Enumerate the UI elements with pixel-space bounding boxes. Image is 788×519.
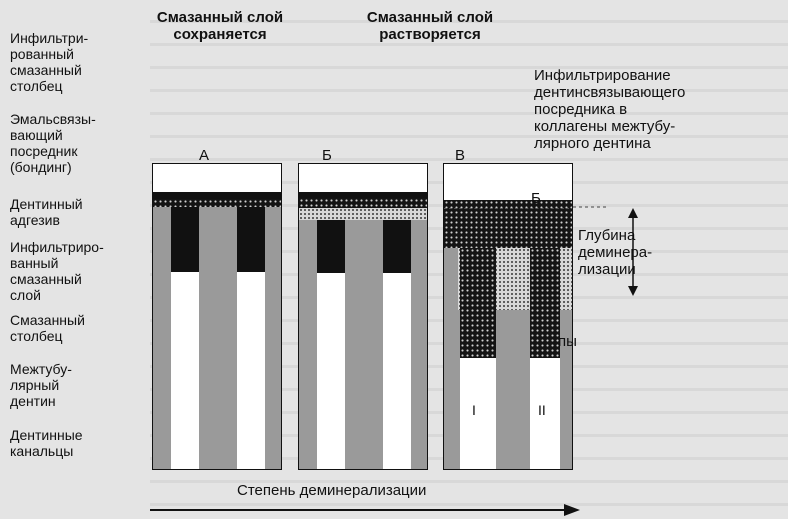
depth-arrow-up (628, 208, 638, 218)
panel-a-intertubular-2 (199, 207, 237, 469)
label-intertubular-dentin: Межтубу- лярный дентин (10, 361, 72, 409)
panel-c-resin-tag-1 (460, 248, 496, 358)
panel-a (152, 163, 282, 470)
panel-a-letter: А (199, 147, 210, 164)
header-smear-retained: Смазанный слой сохраняется (156, 9, 284, 43)
panel-b-smear-plug-2 (383, 220, 411, 273)
panel-c-tubule-1 (460, 358, 496, 469)
label-infiltrated-smear-layer: Инфильтриро- ванный смазанный слой (10, 239, 104, 303)
panel-b-intertubular-2 (345, 220, 383, 469)
panel-c-partial-text: пы (558, 333, 577, 350)
panel-a-smear-layer (153, 199, 281, 207)
panel-b-smear-plug-1 (317, 220, 345, 273)
label-enamel-bonding-agent: Эмальсвязы- вающий посредник (бондинг) (10, 111, 96, 175)
panel-a-smear-plug-1 (171, 207, 199, 272)
panel-a-adhesive-band (153, 192, 281, 199)
panel-b-smear-layer (299, 198, 427, 208)
panel-c-resin-tag-2 (530, 248, 560, 358)
label-smear-plug: Смазанный столбец (10, 312, 85, 344)
panel-b-tubule-1 (317, 273, 345, 469)
panel-b (298, 163, 428, 470)
demineralization-axis-arrowhead (564, 504, 580, 516)
panel-a-tubule-1 (171, 272, 199, 469)
panel-c-tubule-2 (530, 358, 560, 469)
panel-a-intertubular-1 (153, 207, 171, 469)
panel-c-roman-2: II (538, 402, 546, 418)
panel-a-tubule-2 (237, 272, 265, 469)
panel-b-intertubular-1 (299, 220, 317, 469)
panel-b-adhesive-band (299, 192, 427, 198)
panel-b-intertubular-3 (411, 220, 427, 469)
panel-c-letter: В (455, 147, 466, 164)
demineralization-axis-label: Степень деминерализации (237, 482, 427, 499)
label-dentin-adhesive: Дентинный адгезив (10, 196, 83, 228)
panel-b-tubule-2 (383, 273, 411, 469)
panel-a-smear-plug-2 (237, 207, 265, 272)
panel-c: I II (443, 163, 573, 470)
depth-arrow-down (628, 286, 638, 296)
panel-c-roman-1: I (472, 402, 476, 418)
header-smear-dissolved: Смазанный слой растворяется (366, 9, 494, 43)
infiltration-note: Инфильтрирование дентинсвязывающего поср… (534, 67, 686, 152)
label-dentinal-tubules: Дентинные канальцы (10, 427, 83, 459)
panel-a-intertubular-3 (265, 207, 281, 469)
panel-c-b-label: Б (531, 190, 541, 207)
label-infiltrated-smear-plug: Инфильтри- рованный смазанный столбец (10, 30, 89, 94)
panel-b-letter: Б (322, 147, 332, 164)
panel-c-dashed-line (444, 208, 572, 209)
panel-b-infiltrated-zone (299, 208, 427, 220)
